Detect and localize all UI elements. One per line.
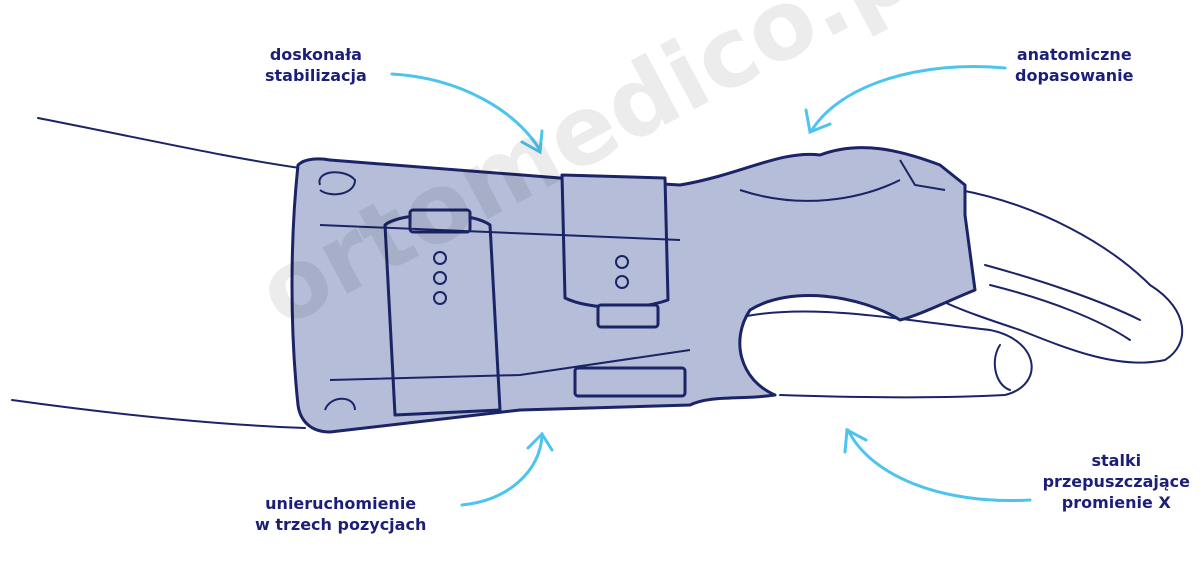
label-stays: stalki przepuszczające promienie X	[1043, 450, 1190, 513]
label-line: w trzech pozycjach	[255, 515, 427, 534]
label-line: anatomiczne	[1016, 45, 1132, 64]
label-immobilization: unieruchomienie w trzech pozycjach	[255, 493, 426, 535]
label-line: dopasowanie	[1015, 66, 1134, 85]
thumb	[729, 310, 1033, 399]
label-line: promienie X	[1061, 493, 1171, 512]
arrow-anatomical-fit	[810, 65, 1007, 132]
forearm-upper-line	[37, 117, 301, 169]
strap-tab-left	[408, 208, 472, 234]
forearm-lower-line	[11, 399, 306, 429]
label-line: stabilizacja	[265, 66, 367, 85]
arrow-stabilization	[390, 72, 542, 152]
label-anatomical-fit: anatomiczne dopasowanie	[1015, 44, 1134, 86]
label-line: stalki	[1091, 451, 1142, 470]
strap-bottom-tab	[573, 366, 687, 398]
strap-tab-middle	[596, 303, 660, 329]
arrow-immobilization	[460, 434, 544, 507]
label-line: przepuszczające	[1042, 472, 1190, 491]
label-line: doskonała	[269, 45, 362, 64]
arrow-stays	[846, 428, 1032, 503]
label-stabilization: doskonała stabilizacja	[265, 44, 367, 86]
fingers	[939, 189, 1184, 364]
label-line: unieruchomienie	[265, 494, 417, 513]
